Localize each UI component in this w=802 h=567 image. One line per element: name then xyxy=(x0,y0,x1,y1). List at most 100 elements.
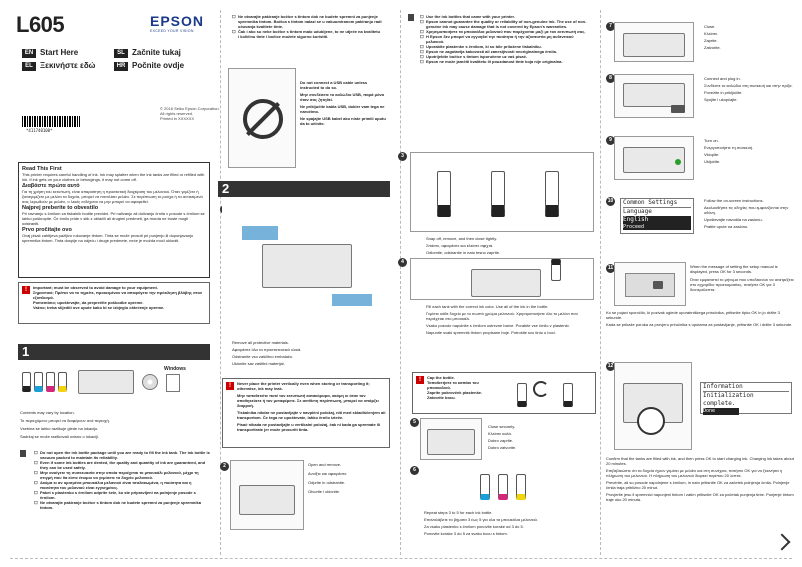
close-securely-illustration xyxy=(420,418,482,460)
lang-code-sl: SL xyxy=(114,48,128,58)
barcode xyxy=(22,116,80,127)
caption-line: Vsebina se lahko razlikuje glede na loka… xyxy=(20,426,99,431)
caption-line: Uklonite sav zaštitni materijal. xyxy=(232,361,285,366)
lang-title-en: Start Here xyxy=(40,48,79,57)
press-ok-illustration xyxy=(614,262,686,306)
caption-line: Close securely. xyxy=(488,424,516,429)
lcd-title: Information xyxy=(703,383,789,392)
cap-bottle-box: ! Cap the bottle. Τοποθετήστε το καπάκι … xyxy=(412,372,596,414)
caption-line: Uključite. xyxy=(704,159,721,164)
snap-off-illustration xyxy=(410,152,594,232)
lang-title-el: Ξεκινήστε εδώ xyxy=(40,61,96,70)
top-middle-notes: Ne otvarajte pakiranje bočice s tintom d… xyxy=(232,14,382,39)
protective-materials-illustration xyxy=(222,204,390,336)
step-9-number: 9 xyxy=(606,136,615,145)
important-line: Važno; treba slijediti ove upute kako bi… xyxy=(33,305,165,310)
caption-line: Spojite i ukopčajte. xyxy=(704,97,738,102)
lcd-message: Initialization complete. xyxy=(703,392,754,407)
bottom-dashed-line xyxy=(10,558,792,559)
note-line: Do not open the ink bottle package until… xyxy=(34,450,210,460)
no-usb-icon xyxy=(243,99,283,139)
read-first-title: Read This First xyxy=(22,166,62,172)
step-12-number: 12 xyxy=(606,362,615,371)
printer-illustration xyxy=(239,485,295,515)
tanks-filled-illustration xyxy=(614,362,692,450)
caption-line: Αφαιρέστε όλα τα προστατευτικά υλικά. xyxy=(232,347,302,352)
lang-code-en: EN xyxy=(22,48,36,58)
caption-line: Ponovite korake 3 do 5 za svaku bocu s t… xyxy=(424,531,508,536)
caption-line: When the message of setting the setup ma… xyxy=(690,264,778,274)
ink-bottle-magenta xyxy=(498,474,508,500)
usb-warning-line: Ne spajajte USB kabel ako niste primili … xyxy=(300,116,386,126)
ink-bottle xyxy=(437,171,451,217)
ink-bottle-yellow xyxy=(516,474,526,500)
connect-illustration xyxy=(614,74,694,118)
caption-line: Ενεργοποιήστε τη συσκευή. xyxy=(704,145,754,150)
step-1-captions: Contents may vary by location. Το περιεχ… xyxy=(20,410,210,439)
read-first-sl-text: Pri ravnanju s črnilom za tiskalnik bodi… xyxy=(22,211,205,226)
repeat-illustration xyxy=(420,466,596,508)
warning-line: Pisač nikada ne postavljajte u vertikaln… xyxy=(237,422,381,432)
model-name: L605 xyxy=(16,12,65,37)
caption-line: Vsako posodo napolnite s črnilom ustrezn… xyxy=(426,323,570,328)
column-divider xyxy=(600,10,601,555)
ink-bottle-cyan xyxy=(34,372,43,392)
step-8-captions: Connect and plug in. Συνδέστε το καλώδιο… xyxy=(704,76,796,102)
ink-bottle-cyan xyxy=(480,474,490,500)
step-8-number: 8 xyxy=(606,74,615,83)
note-line: Ακόμα κι αν ορισμένα μπουκάλια μελανιού … xyxy=(34,480,210,490)
step-2-number: 2 xyxy=(222,181,230,196)
important-line: Pomembno; upoštevajte, da preprečite poš… xyxy=(33,300,144,305)
lang-code-el: EL xyxy=(22,61,36,71)
close-illustration xyxy=(614,22,694,62)
caption-line: Συνδέστε το καλώδιο στη συσκευή και στην… xyxy=(704,83,793,88)
printer-illustration xyxy=(623,33,685,57)
cap-line: Zaprite pokrovček plastenke. xyxy=(427,390,483,395)
power-button-icon xyxy=(675,159,681,165)
lcd-line: Language xyxy=(623,208,652,215)
caption-line: Turn on. xyxy=(704,138,719,143)
step-4-number: 4 xyxy=(398,258,407,267)
cap-line: Cap the bottle. xyxy=(427,375,455,380)
caption-line: Zatvorite. xyxy=(704,45,721,50)
printer-illustration xyxy=(427,429,475,455)
step-4-captions: Fill each tank with the correct ink colo… xyxy=(426,304,594,335)
barcode-text: *411740100* xyxy=(26,128,53,133)
lcd-proceed-button: Proceed xyxy=(623,224,691,230)
caption-line: Όταν εμφανιστεί το μήνυμα που υποδεικνύε… xyxy=(690,277,794,292)
printer-illustration xyxy=(623,83,685,107)
brand-tagline: EXCEED YOUR VISION xyxy=(150,29,194,33)
tape-strip xyxy=(332,294,372,306)
warning-icon: ! xyxy=(416,376,424,384)
copyright-block: © 2016 Seiko Epson Corporation. All righ… xyxy=(160,106,220,121)
note-line: Upotrijebite bočice s tintom isporučene … xyxy=(420,54,588,59)
usb-warning-line: Ne priključite kabla USB, dokler vam teg… xyxy=(300,104,385,114)
copyright-line: © 2016 Seiko Epson Corporation. xyxy=(160,106,220,111)
lang-title-sl: Začnite tukaj xyxy=(132,48,181,57)
warning-icon: ! xyxy=(226,382,234,390)
caption-line: Dobro zaprite. xyxy=(488,438,514,443)
caption-line: Follow the on-screen instructions. xyxy=(704,198,764,203)
usb-warning-line: Do not connect a USB cable unless instru… xyxy=(300,80,368,90)
note-icon xyxy=(408,14,414,21)
note-icon xyxy=(20,450,26,457)
usb-warning: Do not connect a USB cable unless instru… xyxy=(300,80,386,126)
epson-logo: EPSON EXCEED YOUR VISION xyxy=(150,13,204,33)
lcd-title: Common Settings xyxy=(623,199,691,208)
caption-line: Odlomite, odstranite in nato tesno zapri… xyxy=(426,250,501,255)
caption-line: Επιβεβαιώστε ότι τα δοχεία έχουν γεμίσει… xyxy=(606,468,783,478)
control-panel xyxy=(625,273,675,297)
cap-line: Τοποθετήστε το καπάκι του μπουκαλιού. xyxy=(427,380,479,390)
step-10-captions: Follow the on-screen instructions. Ακολο… xyxy=(704,198,798,229)
rotate-arrow-icon xyxy=(533,381,549,397)
step-5-captions: Close securely. Κλείστε καλά. Dobro zapr… xyxy=(488,424,588,450)
caption-line: Kada se prikaže poruka za provjeru priru… xyxy=(606,322,793,327)
step-10-number: 10 xyxy=(606,197,615,206)
caption-line: Επαναλάβετε τα βήματα 3 έως 5 για όλα τα… xyxy=(424,517,538,522)
substep-2-number: 2 xyxy=(220,462,229,471)
caption-line: Povežite in priključite. xyxy=(704,90,743,95)
open-remove-illustration xyxy=(230,460,304,530)
note-line: Even if some ink bottles are dented, the… xyxy=(34,460,210,470)
power-on-illustration xyxy=(614,136,694,180)
printer-illustration xyxy=(78,370,134,394)
